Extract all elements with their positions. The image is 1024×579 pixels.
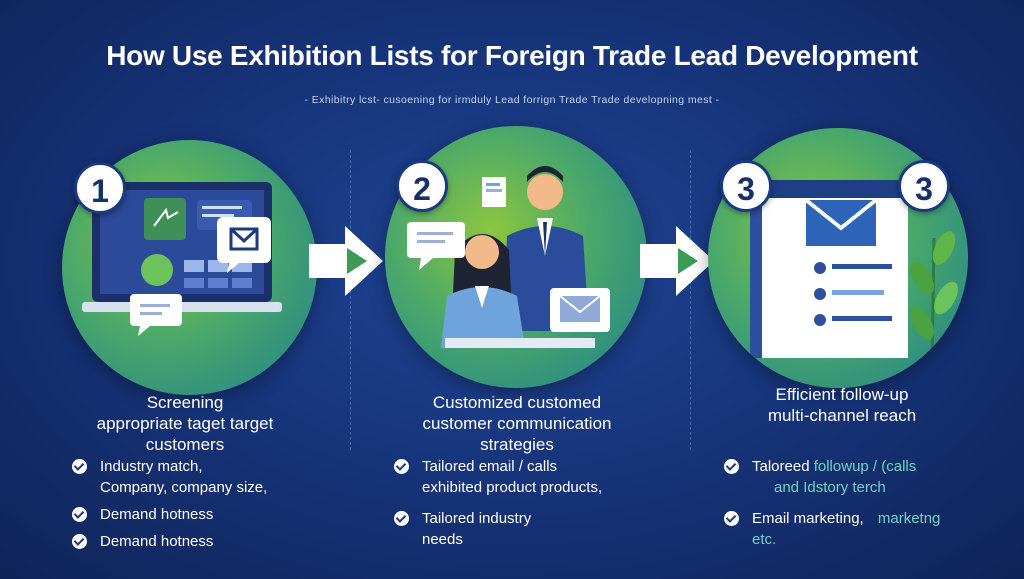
email-icon-2 [550, 288, 610, 332]
step-2-number-badge: 2 [396, 160, 448, 212]
businesswoman-icon [441, 234, 525, 348]
chat-bubble-icon-2 [407, 222, 465, 270]
step-1-bullet-list: Industry match, Company, company size, D… [72, 456, 322, 558]
step-3-heading-line: multi-channel reach [767, 406, 917, 425]
step-2-heading-line: customer communication [422, 414, 612, 433]
bullet-text: and Idstory terch [774, 479, 886, 496]
step-3-number-badge: 3 [720, 160, 772, 212]
step-3-heading: Efficient follow-up multi-channel reach [722, 384, 962, 426]
step-3-heading-line: Efficient follow-up [775, 385, 909, 404]
list-item: Taloreed followup / (calls and Idstory t… [724, 456, 1014, 498]
step-1-heading: Screening appropriate taget target custo… [70, 392, 300, 455]
list-item: Email marketing, marketng etc. [724, 508, 1014, 550]
list-item: Tailored email / calls exhibited product… [394, 456, 654, 498]
envelope-icon [804, 198, 878, 246]
step-1-heading-line: appropriate taget target [96, 414, 274, 433]
list-item: Demand hotness [72, 531, 322, 552]
bullet-text: Demand hotness [100, 506, 214, 523]
step-3-bullet-list: Taloreed followup / (calls and Idstory t… [724, 456, 1014, 556]
step-2-heading-line: strategies [480, 435, 554, 454]
document-small-icon [482, 177, 506, 207]
check-icon [724, 459, 739, 474]
check-icon [394, 459, 409, 474]
list-item: Demand hotness [72, 504, 322, 525]
list-item: Tailored industry needs [394, 508, 654, 550]
chat-bubble-icon [130, 294, 182, 336]
step-3-number-badge-duplicate: 3 [898, 160, 950, 212]
check-icon [72, 507, 87, 522]
plant-icon [910, 231, 958, 369]
bullet-text: Tailored industry [422, 510, 532, 527]
step-2-heading-line: Customized customed [432, 393, 602, 412]
step-1-heading-line: customers [145, 435, 225, 454]
arrow-right-icon [309, 226, 383, 296]
check-icon [394, 511, 409, 526]
check-icon [724, 511, 739, 526]
step-2-heading: Customized customed customer communicati… [392, 392, 642, 455]
check-icon [72, 534, 87, 549]
email-icon [217, 217, 271, 273]
arrow-right-icon-2 [640, 226, 714, 296]
bullet-text: Email marketing, marketng [752, 510, 941, 527]
step-2-bullet-list: Tailored email / calls exhibited product… [394, 456, 654, 556]
step-1-heading-line: Screening [146, 393, 224, 412]
divider-right [690, 150, 691, 450]
bullet-text: Company, company size, [100, 479, 268, 496]
bullet-text: needs [422, 531, 463, 548]
bullet-text: Taloreed followup / (calls [752, 458, 917, 475]
bullet-text: Tailored email / calls [422, 458, 558, 475]
bullet-text: exhibited product products, [422, 479, 603, 496]
list-item: Industry match, Company, company size, [72, 456, 322, 498]
step-1-number-badge: 1 [74, 162, 126, 214]
bullet-text: etc. [752, 531, 777, 548]
check-icon [72, 459, 87, 474]
divider-left [350, 150, 351, 450]
step-1-illustration [62, 140, 317, 395]
bullet-text: Demand hotness [100, 533, 214, 550]
page-title: How Use Exhibition Lists for Foreign Tra… [106, 40, 918, 71]
bullet-text: Industry match, [100, 458, 203, 475]
page-subtitle: - Exhibitry lcst- cusoening for irmduly … [304, 94, 720, 106]
